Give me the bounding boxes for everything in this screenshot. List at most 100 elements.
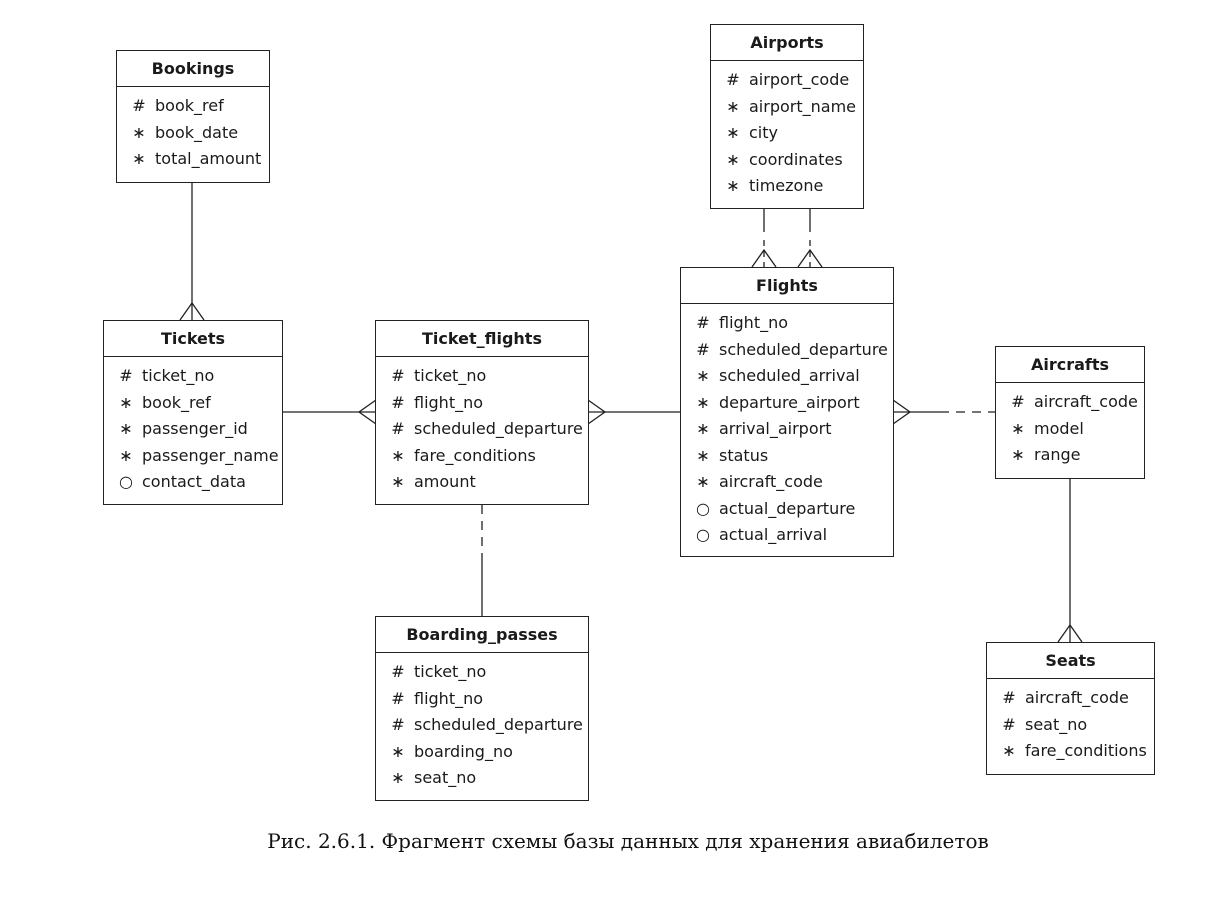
attribute-name: total_amount (155, 149, 262, 168)
attribute-row: #scheduled_departure (376, 416, 588, 443)
attribute-name: book_date (155, 122, 239, 142)
attribute-marker: ∗ (391, 768, 405, 787)
attribute-row: # aircraft_code (987, 685, 1154, 712)
attribute-marker: ∗ (132, 122, 146, 142)
entity-aircrafts: Aircrafts#aircraft_code∗model∗range (995, 346, 1145, 479)
attribute-name: ticket_no (142, 366, 215, 385)
attribute-row: ∗amount (376, 469, 588, 496)
attribute-marker: ∗ (696, 366, 710, 385)
attribute-row: ∗ aircraft_code (681, 469, 893, 496)
attribute-name: city (749, 123, 778, 142)
attribute-name: flight_no (414, 392, 484, 412)
attribute-name: scheduled_arrival (719, 366, 860, 385)
attribute-name: fare_conditions (414, 445, 536, 465)
attribute-marker: # (696, 313, 710, 332)
attribute-name: aircraft_code (1034, 392, 1138, 411)
attribute-marker: ∗ (696, 419, 710, 438)
entity-airports: Airports #airport_code ∗ airport_name ∗ city ∗… (710, 24, 864, 209)
attribute-marker: ∗ (726, 123, 740, 142)
attribute-marker: # (391, 392, 405, 412)
attribute-marker: ∗ (1011, 445, 1025, 464)
attribute-name: ticket_no (414, 662, 487, 681)
entity-title: Aircrafts (996, 347, 1144, 383)
attribute-marker: ∗ (391, 445, 405, 465)
attribute-marker: # (391, 715, 405, 734)
entity-title: Tickets (104, 321, 282, 357)
attribute-row: ∗departure_airport (681, 390, 893, 417)
entity-title: Seats (987, 643, 1154, 679)
attribute-name: book_ref (142, 392, 211, 412)
attribute-row: #book_ref (117, 93, 269, 120)
attribute-name: status (719, 445, 769, 465)
attribute-list: #ticket_no#flight_no#scheduled_departure… (376, 653, 588, 792)
entity-flights: Flights#flight_no#scheduled_departure∗sc… (680, 267, 894, 557)
attribute-marker: ∗ (119, 392, 133, 412)
attribute-row: ∗ timezone (711, 173, 863, 200)
attribute-row: ○actual_arrival (681, 522, 893, 549)
attribute-row: ∗ book_date (117, 120, 269, 147)
entity-bookings: Bookings#book_ref∗book_date∗total_amount (116, 50, 270, 183)
attribute-list: #airport_code∗airport_name∗city∗coordina… (711, 61, 863, 200)
entity-title: Flights (681, 268, 893, 304)
attribute-row: ∗total_amount (117, 146, 269, 173)
attribute-row: ∗boarding_no (376, 739, 588, 766)
attribute-list: #book_ref∗ book_date ∗total_amount (117, 87, 269, 173)
attribute-row: ∗passenger_id (104, 416, 282, 443)
attribute-marker: ∗ (119, 445, 133, 465)
attribute-row: # flight_no (681, 310, 893, 337)
attribute-marker: # (726, 70, 740, 89)
rel-flights-ticket-flights (587, 399, 681, 425)
entity-ticket-flights: Ticket_flights#ticket_no#flight_no#sched… (375, 320, 589, 505)
attribute-name: timezone (749, 176, 824, 195)
rel-aircrafts-seats (1057, 478, 1083, 643)
entity-title: Airports (711, 25, 863, 61)
attribute-marker: ∗ (726, 149, 740, 169)
attribute-name: passenger_name (142, 445, 279, 465)
attribute-marker: # (1002, 688, 1016, 707)
entity-title: Boarding_passes (376, 617, 588, 653)
attribute-row: #airport_code (711, 67, 863, 94)
attribute-row: # ticket_no (376, 659, 588, 686)
attribute-list: #ticket_no∗book_ref∗passenger_id∗passeng… (104, 357, 282, 496)
attribute-row: #ticket_no (104, 363, 282, 390)
attribute-marker: ∗ (1011, 418, 1025, 438)
attribute-marker: ∗ (696, 472, 710, 491)
attribute-name: departure_airport (719, 392, 860, 412)
attribute-list: #aircraft_code#seat_no∗fare_conditions (987, 679, 1154, 765)
attribute-marker: # (391, 688, 405, 708)
attribute-row: ∗ passenger_name (104, 443, 282, 470)
attribute-list: #ticket_no# flight_no #scheduled_departure… (376, 357, 588, 496)
entity-tickets: Tickets#ticket_no∗book_ref∗passenger_id∗… (103, 320, 283, 505)
attribute-marker: # (1002, 714, 1016, 734)
rel-tickets-ticket-flights (282, 399, 377, 425)
attribute-row: ∗ range (996, 442, 1144, 469)
rel-bookings-tickets (179, 182, 205, 321)
attribute-row: ∗ scheduled_arrival (681, 363, 893, 390)
entity-seats: Seats#aircraft_code#seat_no∗fare_conditi… (986, 642, 1155, 775)
attribute-list: #aircraft_code∗model∗range (996, 383, 1144, 469)
attribute-marker: ○ (696, 525, 710, 544)
attribute-name: aircraft_code (1025, 688, 1129, 707)
attribute-name: arrival_airport (719, 419, 832, 438)
attribute-name: range (1034, 445, 1081, 464)
attribute-name: airport_name (749, 96, 856, 116)
attribute-marker: ∗ (391, 472, 405, 491)
attribute-name: seat_no (1025, 714, 1088, 734)
attribute-name: aircraft_code (719, 472, 823, 491)
attribute-name: seat_no (414, 768, 477, 787)
entity-boarding-passes: Boarding_passes#ticket_no#flight_no#sche… (375, 616, 589, 801)
attribute-row: ∗ status (681, 443, 893, 470)
attribute-marker: # (132, 96, 146, 115)
attribute-marker: # (391, 662, 405, 681)
attribute-row: #ticket_no (376, 363, 588, 390)
attribute-marker: ∗ (1002, 741, 1016, 760)
attribute-list: #flight_no#scheduled_departure∗scheduled… (681, 304, 893, 549)
attribute-name: scheduled_departure (414, 715, 583, 734)
attribute-name: flight_no (719, 313, 789, 332)
attribute-marker: ○ (119, 472, 133, 491)
attribute-name: scheduled_departure (414, 419, 583, 438)
attribute-marker: ∗ (696, 445, 710, 465)
attribute-row: ○contact_data (104, 469, 282, 496)
attribute-marker: ∗ (726, 176, 740, 195)
